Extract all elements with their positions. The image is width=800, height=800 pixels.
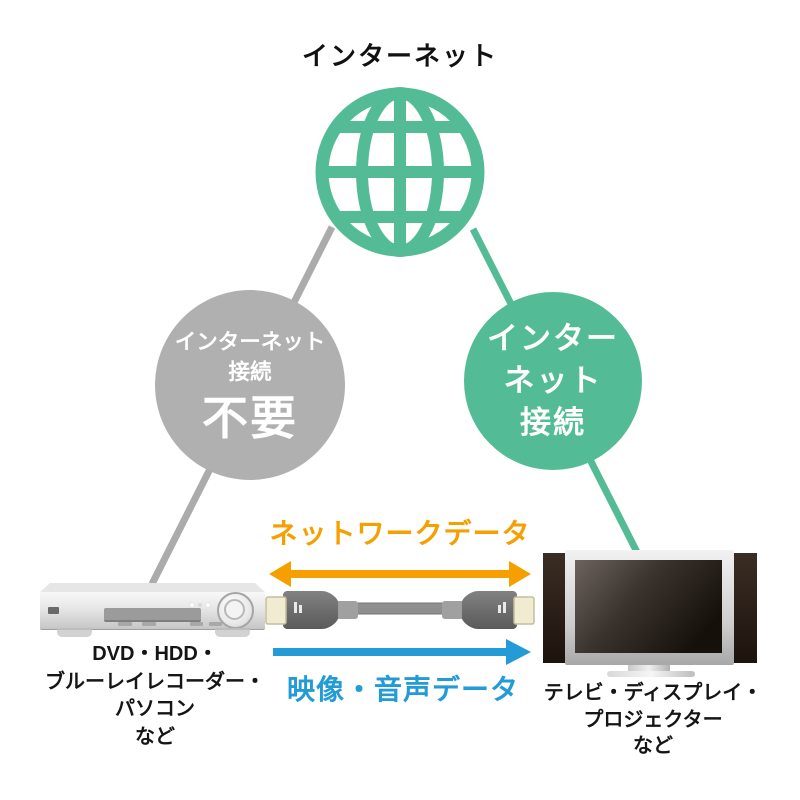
recorder-jog-knob <box>217 592 254 629</box>
tv-stand-neck <box>628 665 670 672</box>
no-internet-emphasis: 不要 <box>202 392 298 444</box>
internet-title: インターネット <box>301 41 498 71</box>
no-internet-line2: 接続 <box>228 360 272 384</box>
source-device-label: DVD・HDD・ ブルーレイレコーダー・ パソコン など <box>5 641 305 751</box>
tv-speaker-left <box>543 553 565 663</box>
recorder-foot <box>215 628 250 637</box>
tv-speaker-right <box>734 553 757 663</box>
tv-screen <box>575 560 722 653</box>
recorder-jog-knob-ring <box>224 599 245 620</box>
dvd-recorder-icon <box>40 583 265 641</box>
display-device-label-line: プロジェクター <box>583 708 723 731</box>
no-internet-line1: インターネット <box>174 330 326 354</box>
source-device-label-line: DVD・HDD・ <box>92 643 218 665</box>
cable-connector-left <box>283 591 338 629</box>
recorder-vent <box>118 622 132 626</box>
recorder-disc-tray <box>104 608 201 622</box>
recorder-vent <box>142 622 156 626</box>
internet-circle-line3: 接続 <box>520 405 586 440</box>
cable-neck-left <box>334 601 358 619</box>
display-device-label-line: テレビ・ディスプレイ・ <box>543 682 763 704</box>
tv-display-icon <box>543 550 757 678</box>
display-device-label-line: など <box>633 735 673 757</box>
cable-label-marks <box>294 602 506 613</box>
network-data-arrow <box>269 561 531 587</box>
av-data-label: 映像・音声データ <box>286 674 519 705</box>
cable-plug-right <box>513 596 535 625</box>
globe-icon <box>315 87 485 257</box>
internet-circle-line1: インター <box>487 321 619 356</box>
av-data-arrow <box>273 639 531 665</box>
recorder-vent <box>209 622 222 626</box>
recorder-indicator-led <box>190 603 194 607</box>
internet-circle-line2: ネット <box>503 363 603 398</box>
recorder-top-face <box>40 583 265 592</box>
cable-neck-right <box>442 601 466 619</box>
recorder-power-button <box>48 607 59 614</box>
recorder-vent <box>190 622 203 626</box>
recorder-indicator-led <box>206 603 210 607</box>
internet-circle: インター ネット 接続 <box>464 292 642 470</box>
display-device-label: テレビ・ディスプレイ・ プロジェクター など <box>508 680 798 760</box>
recorder-indicator-led <box>198 603 202 607</box>
hdmi-cable-icon <box>265 591 535 629</box>
no-internet-circle: インターネット 接続 不要 <box>155 290 345 480</box>
source-device-label-line: ブルーレイレコーダー・ <box>45 670 265 693</box>
cable-connector-right <box>462 591 517 629</box>
recorder-foot <box>57 628 92 637</box>
cable-cord <box>347 602 453 615</box>
source-device-label-line: など <box>135 725 175 748</box>
source-device-label-line: パソコン <box>115 698 195 720</box>
cable-plug-left <box>265 596 287 625</box>
tv-stand-base <box>607 671 695 677</box>
network-data-label: ネットワークデータ <box>269 518 531 549</box>
